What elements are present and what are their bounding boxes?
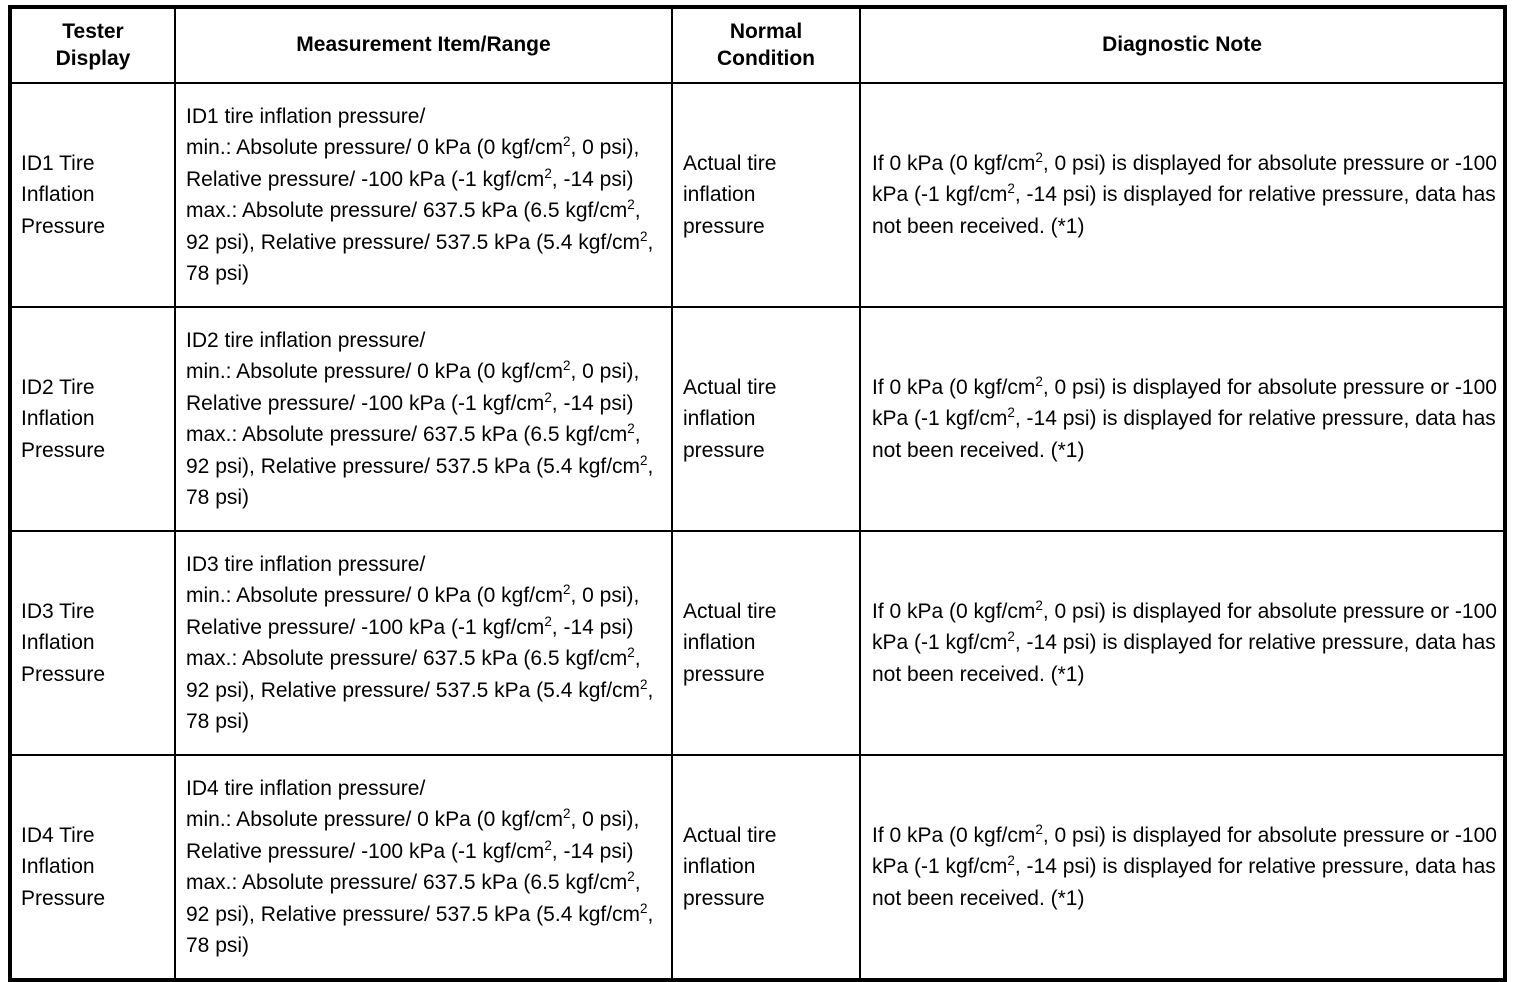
cell-tester-display: ID4 Tire Inflation Pressure bbox=[9, 754, 176, 981]
column-header-normal-condition: Normal Condition bbox=[671, 6, 861, 84]
cell-measurement-item-range: ID4 tire inflation pressure/min.: Absolu… bbox=[174, 754, 673, 981]
cell-measurement-item-range: ID3 tire inflation pressure/min.: Absolu… bbox=[174, 530, 673, 756]
tpms-specification-table: Tester Display Measurement Item/Range No… bbox=[8, 5, 1507, 982]
table-row: ID4 Tire Inflation Pressure ID4 tire inf… bbox=[9, 754, 1506, 981]
table-row: ID1 Tire Inflation Pressure ID1 tire inf… bbox=[9, 82, 1506, 308]
table-header: Tester Display Measurement Item/Range No… bbox=[9, 6, 1506, 84]
cell-diagnostic-note: If 0 kPa (0 kgf/cm2, 0 psi) is displayed… bbox=[859, 530, 1506, 756]
tester-display-text: ID1 Tire Inflation Pressure bbox=[21, 152, 106, 238]
column-header-tester-display-label: Tester Display bbox=[55, 19, 131, 70]
cell-measurement-item-range: ID2 tire inflation pressure/min.: Absolu… bbox=[174, 306, 673, 532]
column-header-normal-condition-label: Normal Condition bbox=[717, 19, 815, 70]
normal-condition-text: Actual tire inflation pressure bbox=[683, 152, 777, 238]
cell-tester-display: ID3 Tire Inflation Pressure bbox=[9, 530, 176, 756]
cell-normal-condition: Actual tire inflation pressure bbox=[671, 306, 861, 532]
table-row: ID2 Tire Inflation Pressure ID2 tire inf… bbox=[9, 306, 1506, 532]
normal-condition-text: Actual tire inflation pressure bbox=[683, 824, 777, 910]
cell-measurement-item-range: ID1 tire inflation pressure/min.: Absolu… bbox=[174, 82, 673, 308]
column-header-diagnostic-note-label: Diagnostic Note bbox=[1102, 33, 1262, 57]
cell-normal-condition: Actual tire inflation pressure bbox=[671, 754, 861, 981]
diagnostic-note-text: If 0 kPa (0 kgf/cm2, 0 psi) is displayed… bbox=[872, 373, 1497, 462]
table-body: ID1 Tire Inflation Pressure ID1 tire inf… bbox=[9, 82, 1506, 981]
cell-diagnostic-note: If 0 kPa (0 kgf/cm2, 0 psi) is displayed… bbox=[859, 754, 1506, 981]
column-header-measurement-item-range-label: Measurement Item/Range bbox=[296, 33, 551, 57]
measurement-item-range-text: ID2 tire inflation pressure/min.: Absolu… bbox=[186, 328, 654, 510]
tester-display-text: ID2 Tire Inflation Pressure bbox=[21, 376, 106, 462]
diagnostic-note-text: If 0 kPa (0 kgf/cm2, 0 psi) is displayed… bbox=[872, 597, 1497, 686]
table-row: ID3 Tire Inflation Pressure ID3 tire inf… bbox=[9, 530, 1506, 756]
column-header-tester-display: Tester Display bbox=[9, 6, 176, 84]
column-header-diagnostic-note: Diagnostic Note bbox=[859, 6, 1506, 84]
tester-display-text: ID3 Tire Inflation Pressure bbox=[21, 600, 106, 686]
tester-display-text: ID4 Tire Inflation Pressure bbox=[21, 824, 106, 910]
cell-normal-condition: Actual tire inflation pressure bbox=[671, 82, 861, 308]
normal-condition-text: Actual tire inflation pressure bbox=[683, 600, 777, 686]
cell-normal-condition: Actual tire inflation pressure bbox=[671, 530, 861, 756]
diagnostic-note-text: If 0 kPa (0 kgf/cm2, 0 psi) is displayed… bbox=[872, 149, 1497, 238]
measurement-item-range-text: ID3 tire inflation pressure/min.: Absolu… bbox=[186, 552, 654, 734]
cell-diagnostic-note: If 0 kPa (0 kgf/cm2, 0 psi) is displayed… bbox=[859, 306, 1506, 532]
normal-condition-text: Actual tire inflation pressure bbox=[683, 376, 777, 462]
document-sheet: Tester Display Measurement Item/Range No… bbox=[8, 5, 1507, 982]
table-header-row: Tester Display Measurement Item/Range No… bbox=[9, 6, 1506, 84]
cell-diagnostic-note: If 0 kPa (0 kgf/cm2, 0 psi) is displayed… bbox=[859, 82, 1506, 308]
measurement-item-range-text: ID1 tire inflation pressure/min.: Absolu… bbox=[186, 104, 654, 286]
measurement-item-range-text: ID4 tire inflation pressure/min.: Absolu… bbox=[186, 776, 654, 958]
diagnostic-note-text: If 0 kPa (0 kgf/cm2, 0 psi) is displayed… bbox=[872, 821, 1497, 910]
cell-tester-display: ID2 Tire Inflation Pressure bbox=[9, 306, 176, 532]
column-header-measurement-item-range: Measurement Item/Range bbox=[174, 6, 673, 84]
cell-tester-display: ID1 Tire Inflation Pressure bbox=[9, 82, 176, 308]
